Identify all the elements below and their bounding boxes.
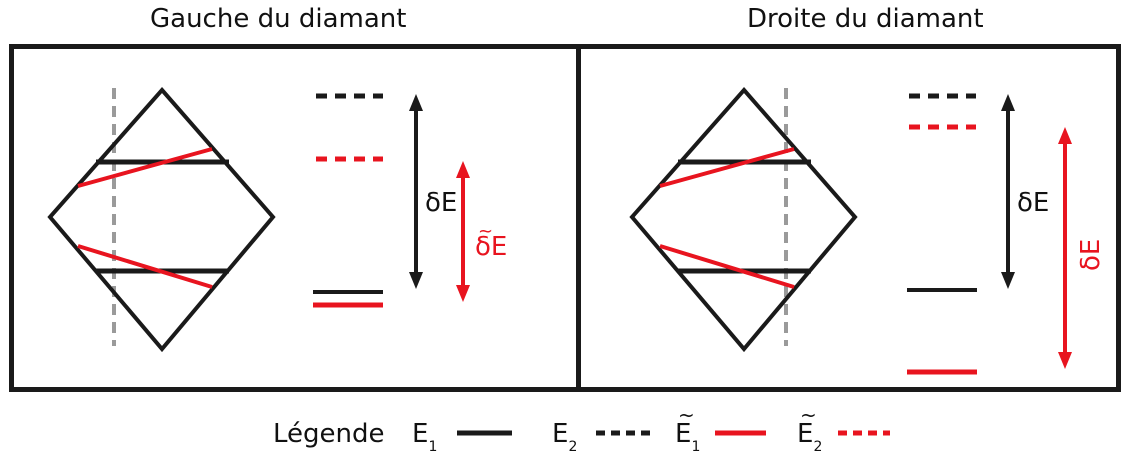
right-lower-red-line [659,244,795,289]
right-delta-red-tilde: ~ [1054,257,1075,272]
legend-e2-letter: E [552,419,569,449]
legend-e2-tilde-sub: 2 [813,439,823,455]
left-delta-red-label: δE [475,232,507,262]
left-delta-red-tilde: ~ [478,221,493,242]
left-delta-black-arrowhead-bottom [409,272,423,289]
left-diamond [47,86,276,353]
left-panel: δE δE ~ [47,86,507,353]
left-delta-black-label: δE [425,188,457,218]
legend-e1-tilde-letter: E [675,403,695,449]
diagram-frame [9,44,1121,392]
legend-e1-sub: 1 [428,439,438,455]
right-delta-black-arrowhead-bottom [1001,272,1015,289]
legend-e2-sub: 2 [568,439,578,455]
left-delta-red-arrowhead-top [456,161,470,178]
right-diamond [629,86,858,353]
legend-e1-label: E1 [412,419,437,455]
legend-label: Légende [273,419,385,449]
legend-e1-tilde-label: E1 [675,403,700,455]
right-upper-red-line [659,147,795,188]
legend-e2-tilde-letter: E [797,403,817,449]
title-left: Gauche du diamant [150,4,407,34]
legend-e1-tilde-sub: 1 [691,439,701,455]
right-panel: δE δE [629,86,1106,375]
right-delta-red-arrowhead-top [1058,127,1072,144]
left-delta-black-arrowhead-top [409,94,423,111]
right-delta-black-label: δE [1017,188,1049,218]
right-delta-black-arrowhead-top [1001,94,1015,111]
title-right: Droite du diamant [747,4,984,34]
legend-e2-tilde-label: E2 [797,403,822,455]
left-delta-red-arrowhead-bottom [456,285,470,302]
left-upper-red-line [77,147,213,188]
right-delta-red-arrowhead-bottom [1058,352,1072,369]
legend-e1-letter: E [412,419,429,449]
right-delta-red-label: δE [1076,239,1106,271]
legend-e2-label: E2 [552,419,577,455]
left-lower-red-line [77,244,213,289]
frame-divider [576,44,581,392]
